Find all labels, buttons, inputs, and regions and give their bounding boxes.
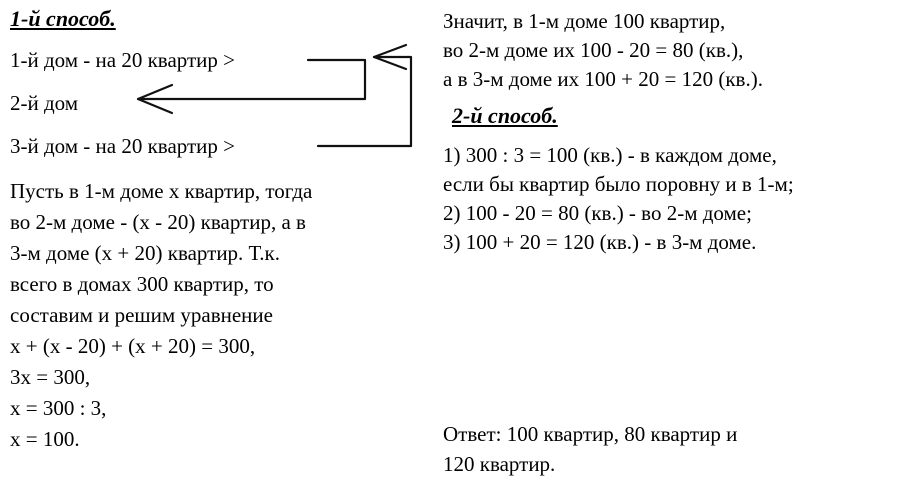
paragraph-line: 3x = 300,	[10, 365, 91, 389]
method2-steps: 1) 300 : 3 = 100 (кв.) - в каждом доме, …	[443, 141, 794, 257]
paragraph-line: составим и решим уравнение	[10, 303, 273, 327]
paragraph-line: x + (x - 20) + (x + 20) = 300,	[10, 334, 256, 358]
method1-title: 1-й способ.	[10, 6, 116, 31]
arrowhead-house2-icon	[136, 83, 174, 115]
paragraph-line: во 2-м доме - (x - 20) квартир, а в	[10, 210, 306, 234]
arrow-house3-to-top-line	[316, 55, 413, 148]
paragraph-line: x = 100.	[10, 427, 80, 451]
answer-line: 120 квартир.	[443, 452, 556, 476]
answer-line: Ответ: 100 квартир, 80 квартир и	[443, 422, 738, 446]
method1-paragraph: Пусть в 1-м доме x квартир, тогда во 2-м…	[10, 176, 312, 455]
conclusion-line: а в 3-м доме их 100 + 20 = 120 (кв.).	[443, 67, 763, 91]
method2-title: 2-й способ.	[452, 103, 558, 128]
conclusion-line: Значит, в 1-м доме 100 квартир,	[443, 9, 726, 33]
scheme-house1-label: 1-й дом - на 20 квартир >	[10, 48, 236, 72]
step-line: если бы квартир было поровну и в 1-м;	[443, 172, 794, 196]
scheme-house2-label: 2-й дом	[10, 91, 79, 115]
paragraph-line: всего в домах 300 квартир, то	[10, 272, 274, 296]
step-line: 3) 100 + 20 = 120 (кв.) - в 3-м доме.	[443, 230, 757, 254]
paragraph-line: 3-м доме (x + 20) квартир. Т.к.	[10, 241, 280, 265]
arrowhead-top-icon	[372, 43, 408, 71]
conclusion-line: во 2-м доме их 100 - 20 = 80 (кв.),	[443, 38, 744, 62]
answer-paragraph: Ответ: 100 квартир, 80 квартир и 120 ква…	[443, 419, 737, 479]
scheme-house3-label: 3-й дом - на 20 квартир >	[10, 134, 236, 158]
paragraph-line: x = 300 : 3,	[10, 396, 107, 420]
paragraph-line: Пусть в 1-м доме x квартир, тогда	[10, 179, 313, 203]
step-line: 1) 300 : 3 = 100 (кв.) - в каждом доме,	[443, 143, 777, 167]
conclusion-paragraph: Значит, в 1-м доме 100 квартир, во 2-м д…	[443, 7, 763, 94]
step-line: 2) 100 - 20 = 80 (кв.) - во 2-м доме;	[443, 201, 752, 225]
